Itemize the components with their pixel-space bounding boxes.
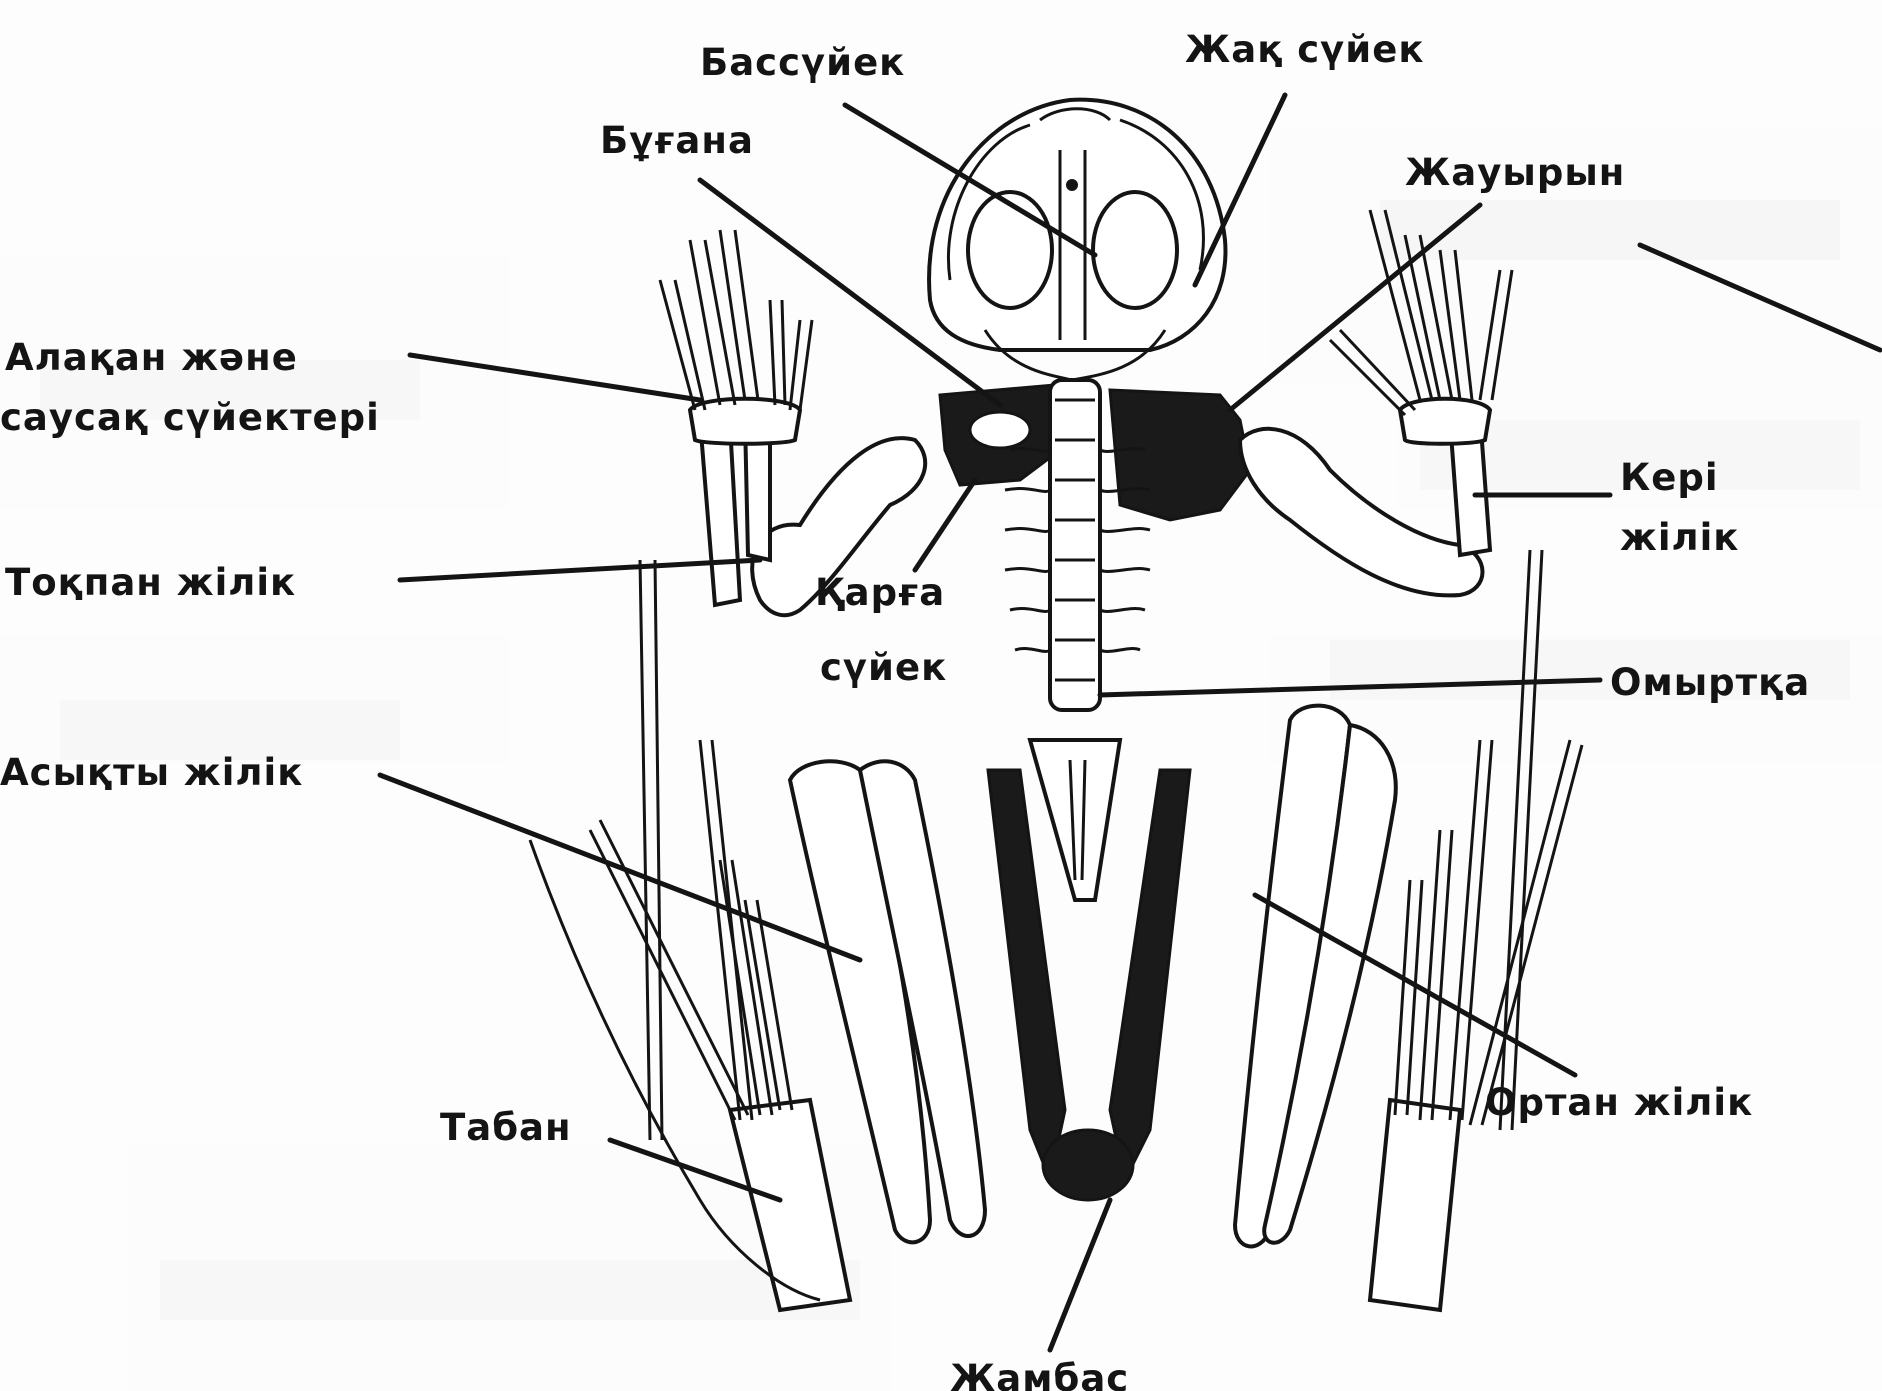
label-radius-line1: Кері xyxy=(1620,456,1719,499)
label-pelvis: Жамбас xyxy=(950,1357,1129,1391)
label-tibia: Асықты жілік xyxy=(0,751,303,794)
label-hand-line1: Алақан және xyxy=(5,336,298,379)
label-coracoid-line2: сүйек xyxy=(820,646,947,689)
label-skull: Бассүйек xyxy=(700,41,905,84)
label-vertebra: Омыртқа xyxy=(1610,661,1810,704)
label-radius-line2: жілік xyxy=(1620,516,1739,559)
label-femur: Ортан жілік xyxy=(1485,1081,1753,1124)
label-coracoid-line1: Қарға xyxy=(815,571,945,614)
label-jaw-bone: Жақ сүйек xyxy=(1185,28,1424,71)
label-clavicle: Бұғана xyxy=(600,119,754,162)
label-humerus: Тоқпан жілік xyxy=(5,561,296,604)
label-foot: Табан xyxy=(440,1106,572,1149)
label-hand-line2: саусақ сүйектері xyxy=(0,396,380,439)
pelvis-acetabulum-drawing xyxy=(1043,1130,1133,1200)
label-scapula: Жауырын xyxy=(1405,151,1625,194)
